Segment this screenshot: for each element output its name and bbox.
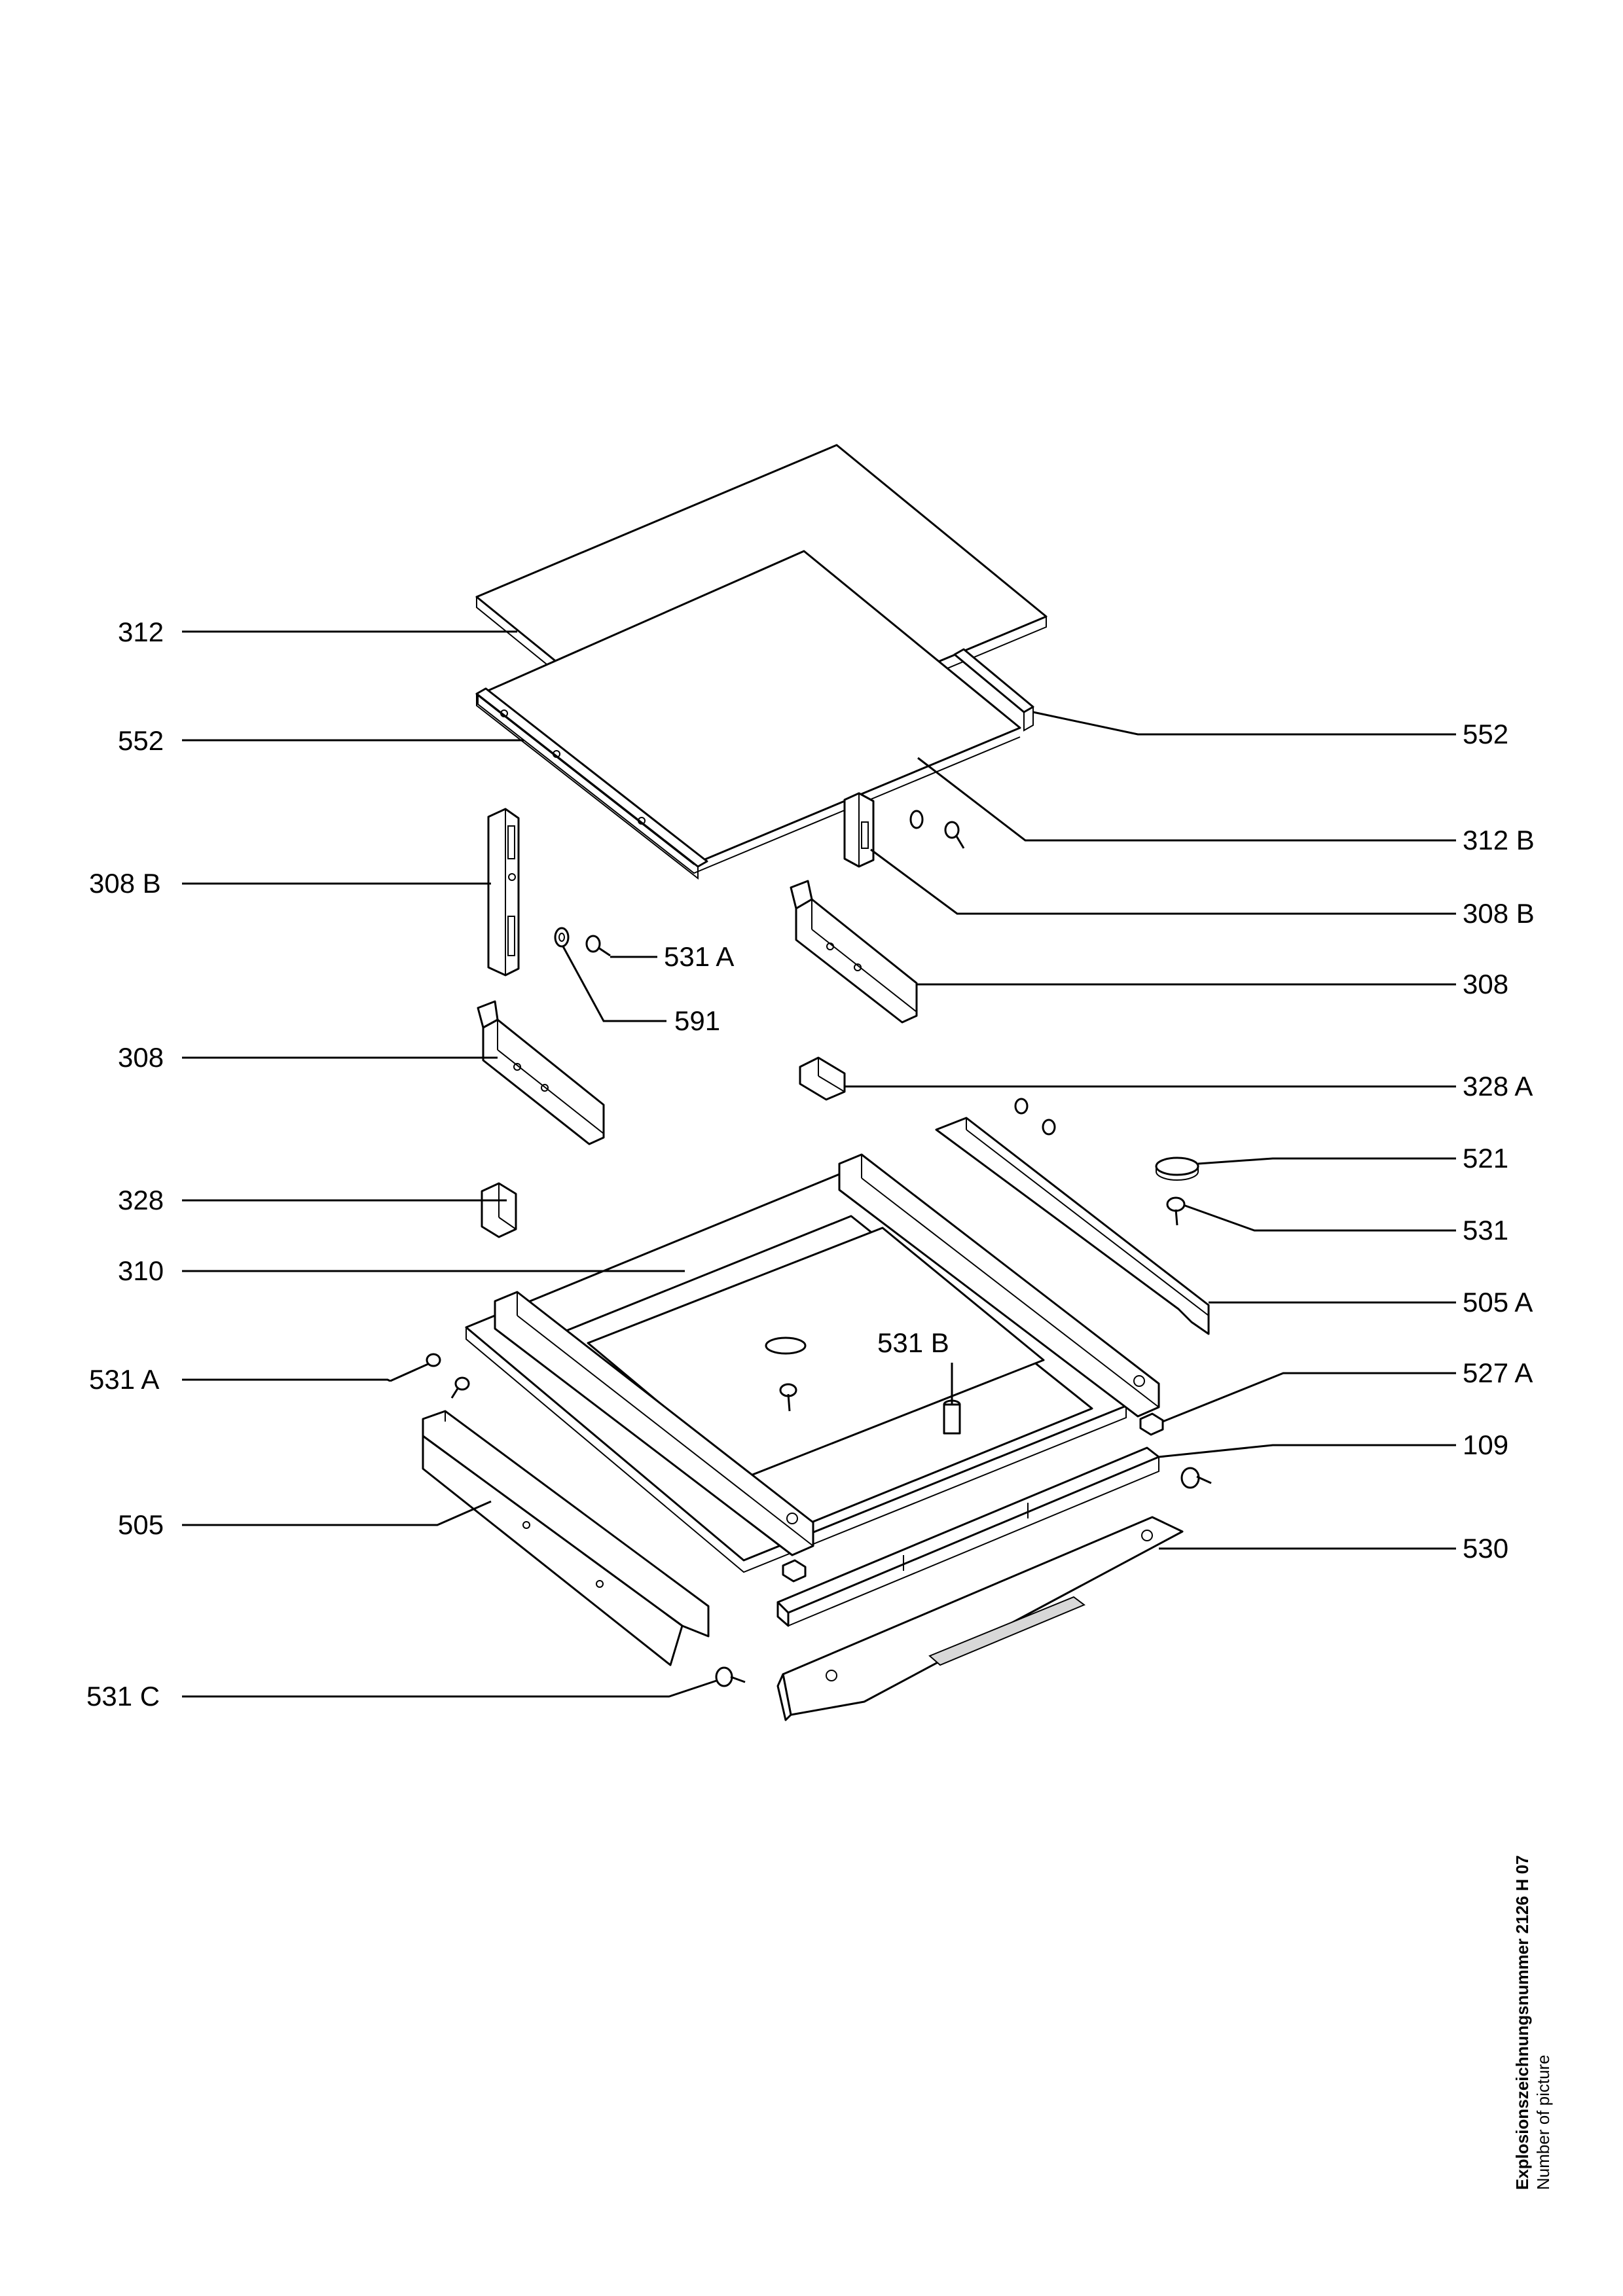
callout-312: 312 xyxy=(118,617,164,647)
part-308-right-hinge xyxy=(790,880,918,1024)
part-531-screw xyxy=(1166,1196,1186,1226)
callout-308b-left: 308 B xyxy=(89,868,161,899)
callout-310: 310 xyxy=(118,1255,164,1286)
part-308b-left-hinge-receiver xyxy=(487,808,520,977)
part-308b-right-hinge-receiver xyxy=(843,792,875,868)
part-328-clip xyxy=(481,1182,517,1238)
callout-308b-right: 308 B xyxy=(1463,898,1535,929)
callout-328: 328 xyxy=(118,1185,164,1215)
part-552-left-rail xyxy=(475,687,708,880)
part-505a-channel xyxy=(935,1117,1210,1335)
callout-505: 505 xyxy=(118,1509,164,1540)
part-310-left-rail xyxy=(494,1291,814,1556)
callout-591: 591 xyxy=(674,1005,720,1036)
part-531a-screw-mid xyxy=(585,935,611,957)
callout-531: 531 xyxy=(1463,1215,1508,1246)
callout-527a: 527 A xyxy=(1463,1357,1533,1388)
part-328a-clip xyxy=(799,1056,846,1101)
callout-531a-mid: 531 A xyxy=(664,941,734,972)
callout-308-right: 308 xyxy=(1463,969,1508,999)
part-505-channel xyxy=(422,1410,710,1666)
callout-531b: 531 B xyxy=(877,1327,949,1358)
part-521-cap xyxy=(1155,1157,1199,1181)
part-310-right-rail xyxy=(838,1153,1160,1418)
callout-109: 109 xyxy=(1463,1429,1508,1460)
part-small-screws-top xyxy=(1014,1098,1056,1136)
callout-328a: 328 A xyxy=(1463,1071,1533,1102)
callout-521: 521 xyxy=(1463,1143,1508,1174)
callout-552-right: 552 xyxy=(1463,719,1508,749)
callout-531a-left: 531 A xyxy=(89,1364,159,1395)
part-552-right-rail xyxy=(953,648,1034,732)
part-531a-screws-left xyxy=(390,1353,470,1399)
leader-lines xyxy=(182,630,1456,1698)
part-washer-screw-upper xyxy=(909,810,965,849)
callout-308-left: 308 xyxy=(118,1042,164,1073)
callout-312b: 312 B xyxy=(1463,825,1535,855)
callout-531c: 531 C xyxy=(86,1681,160,1712)
part-591-washer xyxy=(554,927,570,948)
callout-552-left: 552 xyxy=(118,725,164,756)
callout-505a: 505 A xyxy=(1463,1287,1533,1318)
part-frame-screw xyxy=(779,1383,797,1412)
part-nut-lower xyxy=(782,1559,807,1583)
picture-number-label: Explosionszeichnungsnummer 2126 H 07 xyxy=(1512,1855,1532,2191)
part-308-left-hinge xyxy=(477,1000,605,1145)
callout-530: 530 xyxy=(1463,1533,1508,1564)
part-531b-stud xyxy=(943,1399,961,1435)
part-109-screw xyxy=(1180,1467,1212,1489)
part-531c-screw xyxy=(715,1666,746,1687)
part-530-bottom-trim xyxy=(776,1516,1184,1721)
part-527a-nut xyxy=(1139,1412,1164,1436)
part-frame-cap xyxy=(765,1336,807,1355)
picture-number-caption: Number of picture xyxy=(1533,2054,1553,2190)
